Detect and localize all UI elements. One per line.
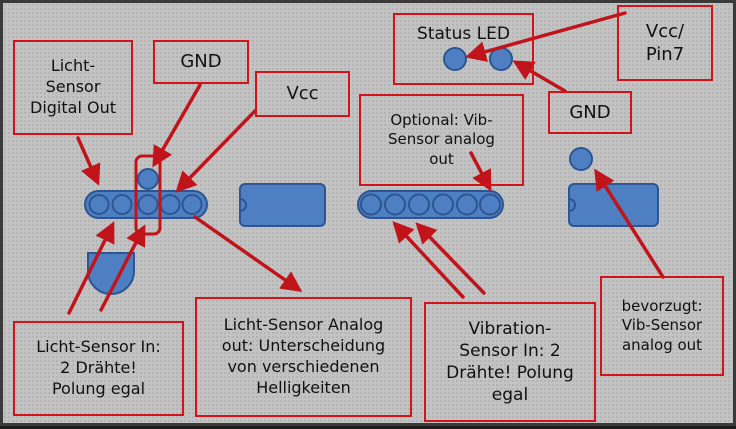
ic-chip-right [568,183,659,227]
left-pin-header [84,168,208,219]
arrow-vcc-pin7 [464,11,627,62]
ic-chip-left [239,183,326,227]
label-status-led: Status LED [393,13,534,85]
label-licht-sensor-digital-out: Licht- Sensor Digital Out [13,40,133,135]
label-vcc-top: Vcc [255,71,350,117]
diagram-graphics [67,11,665,315]
arrow-optional-vib [469,151,492,192]
arrow-vcc-top [175,109,257,193]
arrow-gnd-top [152,83,202,168]
label-gnd-right: GND [548,91,632,134]
single-pin-right [569,147,593,171]
label-gnd-top: GND [153,40,249,84]
arrow-licht-in-2 [99,224,146,312]
arrow-licht-in-1 [67,221,115,315]
arrow-digital-out [76,136,101,186]
light-sensor-body [87,252,135,295]
label-vibration-sensor-in: Vibration- Sensor In: 2 Drähte! Polung e… [424,302,596,422]
gnd-highlight-box [134,154,162,236]
label-licht-sensor-in: Licht-Sensor In: 2 Drähte! Polung egal [13,321,184,416]
arrow-analog-out [193,215,303,293]
arrow-vib-in-1 [392,221,465,299]
label-optional-vib-sensor: Optional: Vib- Sensor analog out [359,94,524,186]
arrow-bevorzugt [594,168,665,279]
arrow-gnd-right [512,60,567,93]
arrow-vib-in-2 [415,222,486,295]
label-vcc-pin7: Vcc/ Pin7 [617,5,713,81]
label-licht-sensor-analog-out: Licht-Sensor Analog out: Unterscheidung … [195,297,412,417]
label-bevorzugt-vib-sensor: bevorzugt: Vib-Sensor analog out [600,276,724,376]
vibration-pin-header [357,190,504,219]
